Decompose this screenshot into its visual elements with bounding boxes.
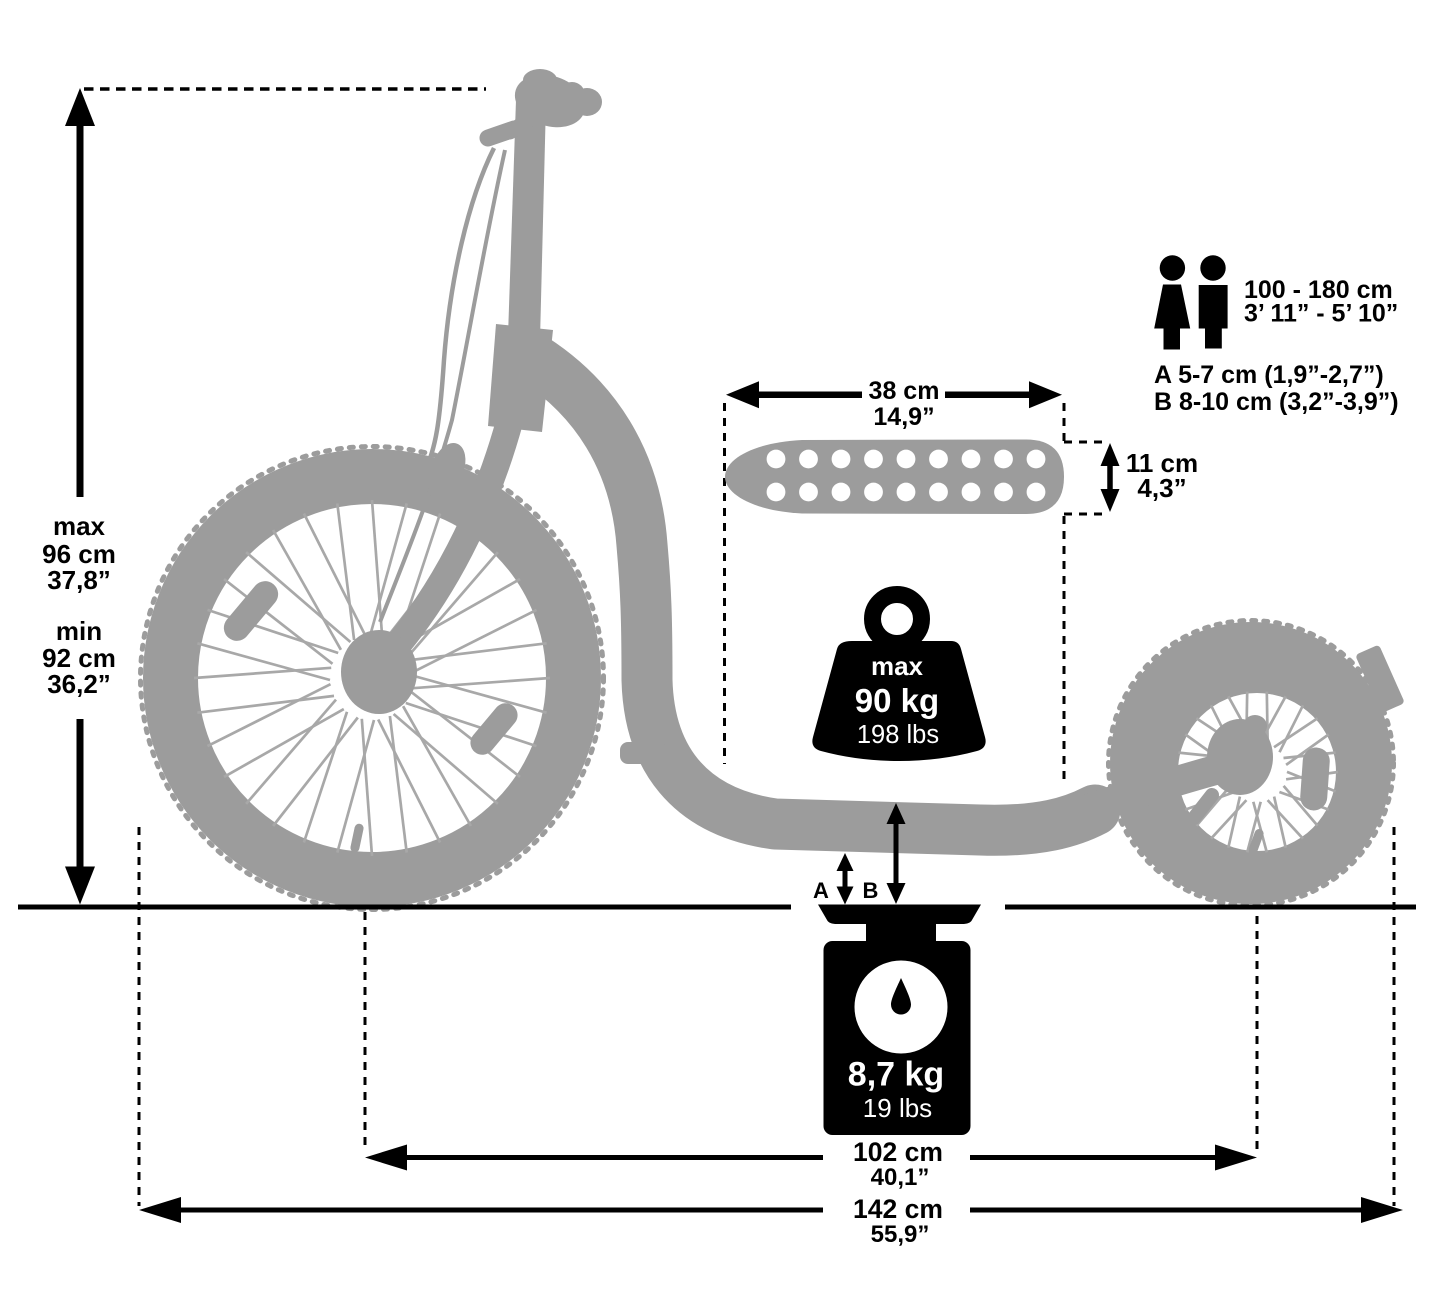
svg-text:100 - 180 cm: 100 - 180 cm — [1244, 276, 1393, 304]
svg-text:min: min — [56, 616, 102, 646]
svg-text:142 cm: 142 cm — [853, 1194, 943, 1224]
svg-text:4,3”: 4,3” — [1137, 473, 1186, 503]
svg-text:40,1”: 40,1” — [871, 1164, 930, 1191]
svg-text:37,8”: 37,8” — [47, 565, 111, 595]
svg-text:A 5-7 cm (1,9”-2,7”): A 5-7 cm (1,9”-2,7”) — [1154, 361, 1384, 389]
svg-text:96 cm: 96 cm — [42, 539, 116, 569]
svg-text:198 lbs: 198 lbs — [857, 721, 939, 749]
svg-text:92 cm: 92 cm — [42, 643, 116, 673]
svg-text:36,2”: 36,2” — [47, 669, 111, 699]
svg-text:19 lbs: 19 lbs — [863, 1093, 932, 1123]
svg-text:3’ 11” - 5’ 10”: 3’ 11” - 5’ 10” — [1244, 300, 1398, 328]
svg-text:8,7 kg: 8,7 kg — [848, 1056, 944, 1094]
svg-text:90 kg: 90 kg — [855, 682, 939, 719]
svg-text:A: A — [813, 878, 829, 903]
svg-text:55,9”: 55,9” — [871, 1221, 930, 1248]
svg-text:max: max — [871, 651, 924, 681]
svg-text:38 cm: 38 cm — [869, 377, 940, 405]
svg-text:14,9”: 14,9” — [873, 403, 934, 431]
svg-text:102 cm: 102 cm — [853, 1137, 943, 1167]
svg-text:11 cm: 11 cm — [1126, 448, 1198, 478]
svg-text:B: B — [863, 878, 879, 903]
svg-text:B 8-10 cm (3,2”-3,9”): B 8-10 cm (3,2”-3,9”) — [1154, 388, 1399, 416]
svg-text:max: max — [53, 511, 106, 541]
